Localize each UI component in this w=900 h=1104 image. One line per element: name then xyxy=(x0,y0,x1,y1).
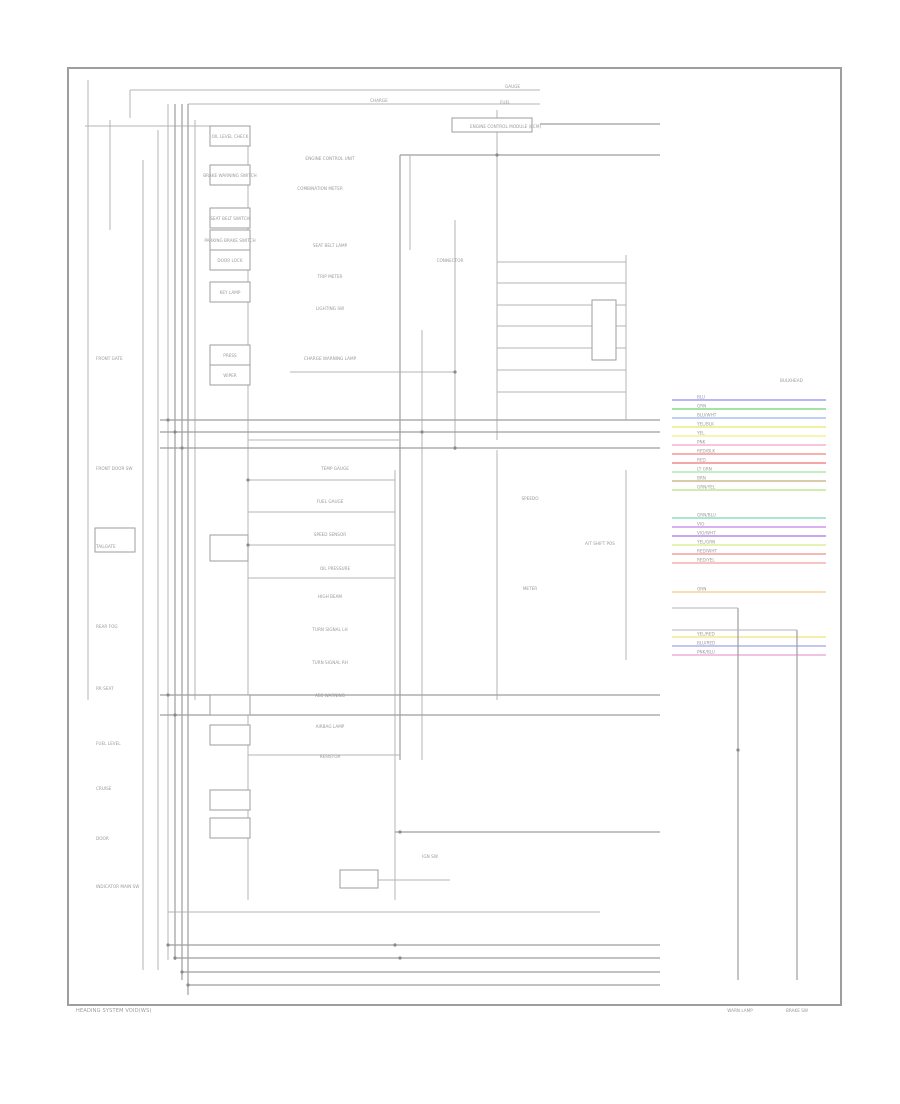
left-component-label: DOOR xyxy=(96,836,109,841)
bottom-component-label: WARN LAMP xyxy=(727,1008,753,1013)
center-label: TURN SIGNAL RH xyxy=(311,660,348,665)
center-label: FUEL GAUGE xyxy=(317,499,344,504)
center-label: OIL PRESSURE xyxy=(320,566,351,571)
switch-ladder xyxy=(497,261,626,393)
center-label: CHARGE WARNING LAMP xyxy=(304,356,357,361)
left-component-label: REAR FOG xyxy=(96,624,118,629)
left-component-label: INDICATOR MAIN SW xyxy=(96,884,139,889)
left-component-label: FRONT GATE xyxy=(96,356,123,361)
bottom-drop-wires xyxy=(672,607,798,980)
diagram-labels: BULKHEAD GAUGE FUEL ENGINE CONTROL MODULE (… xyxy=(95,84,808,1013)
top-label: GAUGE xyxy=(505,84,520,89)
bottom-component-label: IGN SW xyxy=(422,854,438,859)
junction-dots xyxy=(166,153,499,987)
center-label: LIGHTING SW xyxy=(316,306,344,311)
wire-color-label: YEL/GRN xyxy=(696,540,715,545)
wire-color-label: RED xyxy=(697,458,706,463)
diagram-border xyxy=(67,67,842,1006)
center-label: ABS WARNING xyxy=(315,693,345,698)
module-label: OIL LEVEL CHECK xyxy=(212,134,249,139)
left-module-boxes xyxy=(94,117,533,889)
left-component-label: FUEL LEVEL xyxy=(96,741,121,746)
module-label: PARKING BRAKE SWITCH xyxy=(204,238,255,243)
center-label: TURN SIGNAL LH xyxy=(311,627,347,632)
wire-color-label: PNK xyxy=(697,440,706,445)
center-label: COMBINATION METER xyxy=(297,186,343,191)
wire-color-label: RED/BLK xyxy=(697,449,715,454)
center-label: RESISTOR xyxy=(320,754,341,759)
wire-color-label: BLU xyxy=(697,395,705,400)
horizontal-buses xyxy=(160,371,660,986)
wire-color-label: BLU/WHT xyxy=(697,413,717,418)
center-label: ENGINE CONTROL UNIT xyxy=(305,156,355,161)
bulkhead-title: BULKHEAD xyxy=(780,378,803,383)
center-vertical-buses xyxy=(247,110,627,900)
wire-color-label: GRN/BLU xyxy=(697,513,716,518)
wire-color-label: YEL xyxy=(696,431,705,436)
top-label: CHARGE xyxy=(370,98,388,103)
left-component-label: FRONT DOOR SW xyxy=(96,466,133,471)
wire-color-label: LT GRN xyxy=(697,467,712,472)
right-harness: BLU GRN BLU/WHT YEL/BLK YEL PNK RED/BLK RED LT G… xyxy=(672,395,826,656)
wire-color-label: ORN xyxy=(697,587,706,592)
left-component-label: TAILGATE xyxy=(95,544,116,549)
wire-color-label: PNK/BLU xyxy=(697,650,715,655)
wire-color-label: RED/YEL xyxy=(697,558,715,563)
module-label: KEY LAMP xyxy=(220,290,241,295)
center-label: HIGH BEAM xyxy=(318,594,342,599)
right-component-label: METER xyxy=(523,586,537,591)
wire-color-label: GRN xyxy=(697,404,706,409)
wire-color-label: YEL/RED xyxy=(696,632,715,637)
center-label: SEAT BELT LAMP xyxy=(313,243,348,248)
module-label: DOOR LOCK xyxy=(217,258,242,263)
wire-color-label: RED/WHT xyxy=(697,549,717,554)
left-component-label: RR SEAT xyxy=(96,686,114,691)
module-label: PRESS xyxy=(223,353,237,358)
wire-color-label: VIO/WHT xyxy=(697,531,716,536)
left-component-label: CRUISE xyxy=(96,786,112,791)
center-label: SPEED SENSOR xyxy=(314,532,346,537)
center-label: TEMP GAUGE xyxy=(320,466,349,471)
wire-color-label: GRN/YEL xyxy=(697,485,716,490)
top-bus xyxy=(85,89,660,760)
center-label: AIRBAG LAMP xyxy=(316,724,345,729)
wire-color-label: YEL/BLK xyxy=(696,422,714,427)
center-label: TRIP METER xyxy=(317,274,343,279)
diagram-footer: HEADING SYSTEM VOID(WS) xyxy=(76,1008,152,1014)
right-component-label: A/T SHIFT POS xyxy=(585,541,615,546)
left-vertical-buses xyxy=(87,80,196,995)
wire-color-label: BLU/RED xyxy=(697,641,715,646)
right-component-label: SPEEDO xyxy=(522,496,540,501)
module-label: SEAT BELT SWITCH xyxy=(210,216,249,221)
module-label: BRAKE WARNING SWITCH xyxy=(203,173,256,178)
module-label: WIPER xyxy=(223,373,237,378)
top-label: FUEL xyxy=(500,100,511,105)
wire-color-label: BRN xyxy=(697,476,706,481)
wire-color-label: VIO xyxy=(697,522,705,527)
bottom-component-label: BRAKE SW xyxy=(786,1008,808,1013)
connector-label: CONNECTOR xyxy=(437,258,464,263)
top-label: ENGINE CONTROL MODULE (ECM) xyxy=(470,124,541,129)
